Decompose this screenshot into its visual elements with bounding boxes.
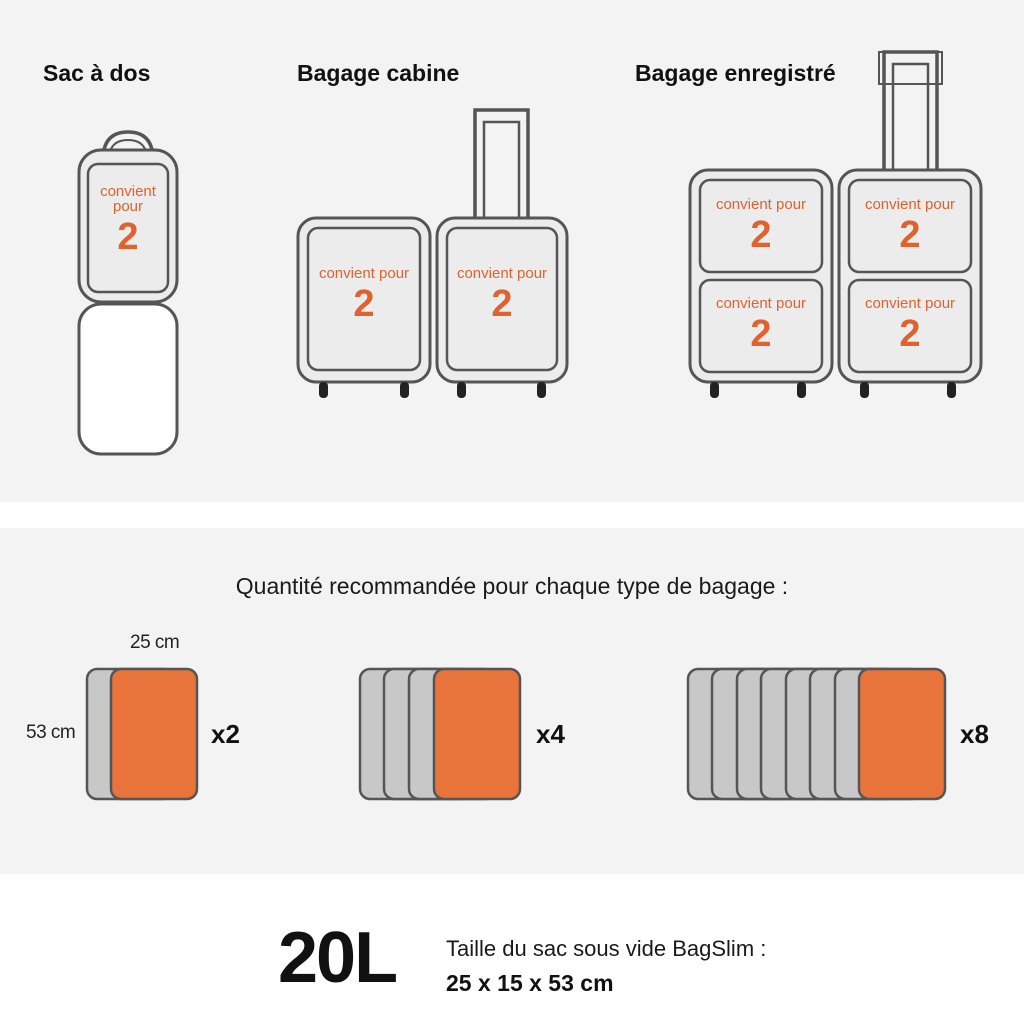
cabin-left-fit-label: convient pour 2 [308,266,420,323]
fit-text: convient pour [100,183,156,215]
width-label: 25 cm [130,632,180,653]
fit-text: convient pour [456,265,548,282]
fit-text: convient pour [715,196,807,213]
checked-left-top-fit-label: convient pour 2 [700,197,822,254]
cabin-luggage-title: Bagage cabine [297,60,460,86]
fit-count: 2 [899,313,921,355]
cabin-suitcase-left-icon [296,216,432,398]
product-size-section [0,874,1024,1024]
backpack-title: Sac à dos [43,60,151,86]
bag-stack-8 [686,667,947,801]
fit-count: 2 [353,283,375,325]
checked-left-bottom-fit-label: convient pour 2 [700,296,822,353]
cabin-right-fit-label: convient pour 2 [447,266,557,323]
backpack-fit-label: convient pour 2 [88,184,168,256]
height-label: 53 cm [26,722,76,743]
fit-count: 2 [750,313,772,355]
cabin-suitcase-right-icon [435,108,569,398]
fit-text: convient pour [318,265,410,282]
fit-count: 2 [117,216,139,258]
multiplier-x4: x4 [536,719,565,749]
fit-count: 2 [750,214,772,256]
bag-stack-4 [358,667,522,801]
checked-suitcase-right-icon [837,50,983,398]
recommendation-heading: Quantité recommandée pour chaque type de… [235,573,789,599]
fit-count: 2 [491,283,513,325]
size-caption: Taille du sac sous vide BagSlim : [446,936,767,961]
fit-text: convient pour [864,295,956,312]
fit-count: 2 [899,214,921,256]
multiplier-x8: x8 [960,719,989,749]
checked-suitcase-left-icon [688,168,834,398]
checked-right-top-fit-label: convient pour 2 [849,197,971,254]
size-dimensions: 25 x 15 x 53 cm [446,970,614,996]
fit-text: convient pour [864,196,956,213]
checked-luggage-title: Bagage enregistré [635,60,836,86]
bag-stack-2 [85,667,199,801]
fit-text: convient pour [715,295,807,312]
checked-right-bottom-fit-label: convient pour 2 [849,296,971,353]
volume-label: 20L [278,918,398,998]
backpack-icon [77,130,179,456]
multiplier-x2: x2 [211,719,240,749]
